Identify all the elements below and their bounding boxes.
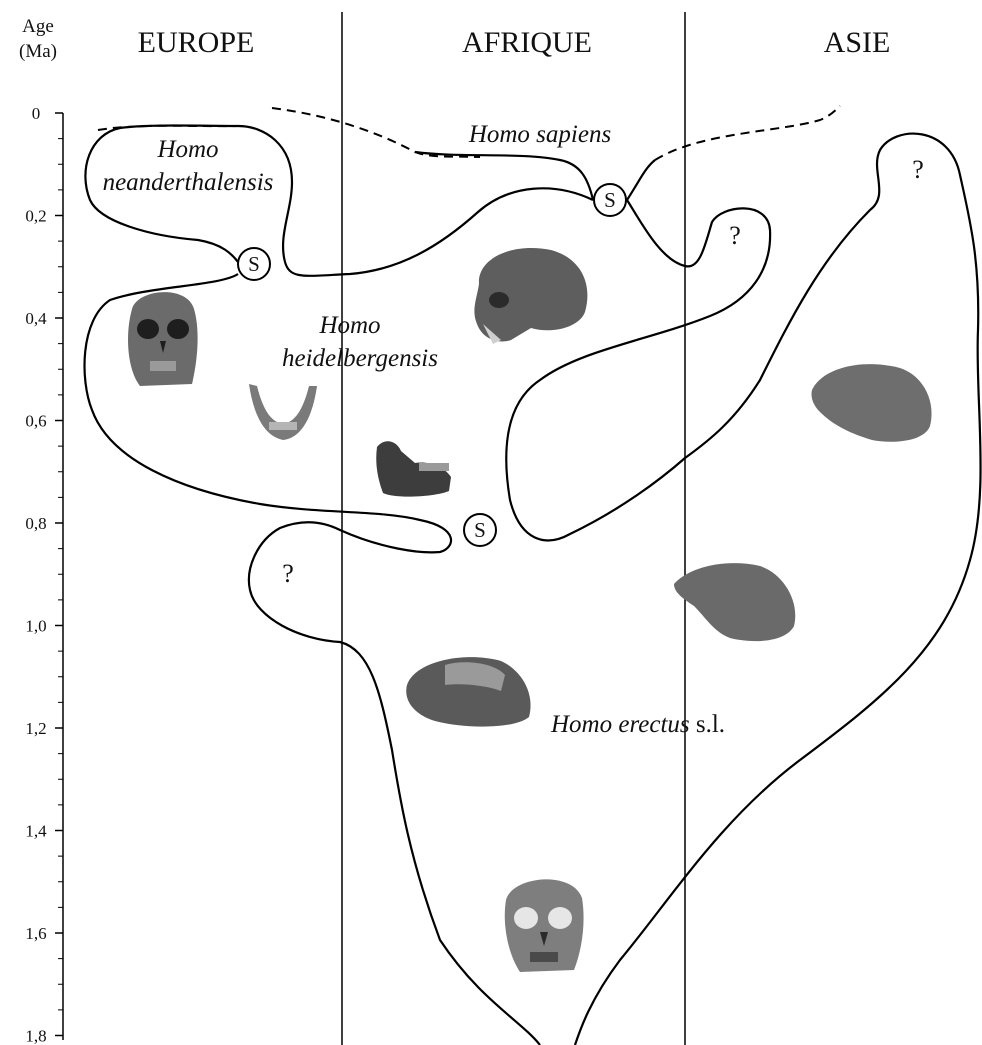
svg-text:S: S bbox=[604, 188, 616, 212]
sapiens-contour-asia bbox=[627, 160, 655, 200]
label-neanderthalensis-genus: Homo bbox=[156, 136, 218, 163]
axis-tick-label: 0 bbox=[32, 104, 41, 123]
axis-title-age: Age bbox=[22, 16, 54, 37]
uncertain-marker-africa-asia: ? bbox=[729, 221, 741, 250]
svg-text:S: S bbox=[474, 518, 486, 542]
axis-tick-label: 1,2 bbox=[25, 719, 46, 738]
uncertain-marker-europe-erectus: ? bbox=[282, 559, 294, 588]
axis-tick-label: 1,0 bbox=[25, 617, 46, 636]
calvarium-icon bbox=[811, 364, 931, 442]
axis-tick-label: 0,8 bbox=[25, 514, 46, 533]
uncertain-marker-asia-top: ? bbox=[912, 155, 924, 184]
axis-ticks: 0 0,2 0,4 0,6 0,8 1,0 1,2 1,4 1,6 1,8 bbox=[25, 104, 63, 1045]
axis-tick-label: 0,2 bbox=[25, 207, 46, 226]
region-asie: ASIE bbox=[824, 26, 891, 59]
axis-tick-label: 1,8 bbox=[25, 1027, 46, 1045]
label-heidelbergensis-genus: Homo bbox=[318, 312, 380, 339]
label-sapiens: Homo sapiens bbox=[468, 121, 611, 148]
speciation-marker-neanderthal: S bbox=[238, 248, 270, 280]
label-erectus: Homo erectus s.l. bbox=[550, 711, 725, 738]
svg-text:S: S bbox=[248, 252, 260, 276]
region-europe: EUROPE bbox=[138, 26, 255, 59]
skull-side-icon bbox=[474, 248, 587, 344]
mandible-side-icon bbox=[376, 441, 451, 496]
sapiens-top-dashed-line-left bbox=[272, 108, 480, 157]
axis-tick-label: 1,4 bbox=[25, 822, 47, 841]
axis-tick-label: 1,6 bbox=[25, 924, 46, 943]
skull-front-icon bbox=[505, 879, 584, 972]
calvarium-icon bbox=[674, 563, 795, 641]
axis-tick-label: 0,4 bbox=[25, 309, 47, 328]
region-afrique: AFRIQUE bbox=[462, 26, 592, 59]
mandible-front-icon bbox=[249, 384, 317, 440]
skull-front-icon bbox=[128, 292, 198, 386]
speciation-marker-sapiens: S bbox=[594, 184, 626, 216]
label-neanderthalensis-species: neanderthalensis bbox=[103, 169, 274, 196]
sapiens-top-dashed-line-right bbox=[655, 106, 840, 160]
calvarium-icon bbox=[406, 657, 530, 726]
axis-tick-label: 0,6 bbox=[25, 412, 46, 431]
axis-title-unit: (Ma) bbox=[19, 41, 57, 62]
sapiens-contour-africa bbox=[415, 152, 593, 200]
label-heidelbergensis-species: heidelbergensis bbox=[282, 345, 438, 372]
speciation-marker-heidelbergensis: S bbox=[464, 514, 496, 546]
